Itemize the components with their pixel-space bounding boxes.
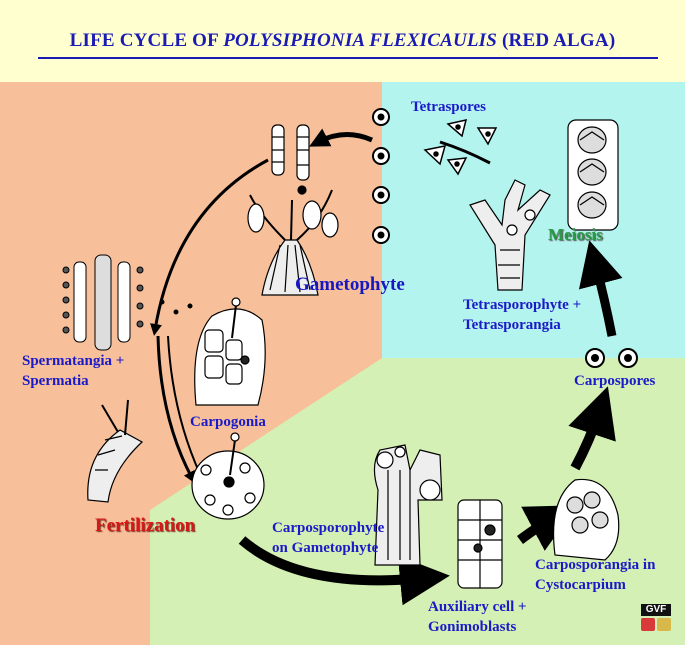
label-carposporangia-line-1: Carposporangia in (535, 557, 656, 573)
spermatangia-cluster (62, 254, 193, 351)
fertilization-structure (191, 432, 265, 520)
arrow-fertilization-to-auxiliary (238, 536, 450, 606)
arrow-meiosis-to-tetraspores (439, 140, 491, 165)
meiosis-tetrasporangia (567, 119, 619, 231)
carposporophyte-structure (373, 444, 443, 566)
label-tetrasporophyte-line-1: Tetrasporophyte + (463, 297, 582, 313)
logo-images (641, 618, 671, 631)
spermatial-branch (87, 399, 144, 503)
label-spermatangia-line-2: Spermatia (22, 373, 89, 389)
logo-text: GVF (641, 604, 671, 616)
page-title: LIFE CYCLE OF POLYSIPHONIA FLEXICAULIS (… (0, 30, 685, 52)
label-auxiliary-line-1: Auxiliary cell + (428, 599, 527, 615)
arrow-auxiliary-to-carposporangia (517, 505, 578, 551)
arrow-carpospores-to-meiosis (578, 240, 623, 337)
logo-red-image (641, 618, 655, 631)
label-carposporophyte-line-1: Carposporophyte (272, 520, 385, 536)
arrow-carposporangia-to-carpospores (568, 386, 616, 471)
auxiliary-cell-structure (457, 499, 503, 589)
label-carposporangia-line-2: Cystocarpium (535, 577, 626, 593)
carposporangia-structure (552, 478, 620, 561)
title-part-3: (RED ALGA) (497, 30, 616, 51)
arrow-tetraspores-to-gametophyte (309, 128, 374, 147)
label-tetrasporophyte-line-2: Tetrasporangia (463, 317, 561, 333)
label-carpogonia: Carpogonia (190, 414, 266, 430)
label-auxiliary-line-2: Gonimoblasts (428, 619, 517, 635)
label-carpospores: Carpospores (574, 373, 656, 389)
carpospore-cells (585, 348, 638, 368)
label-meiosis: Meiosis (548, 225, 603, 244)
carpogonia-structure (194, 297, 266, 406)
logo-yellow-image (657, 618, 671, 631)
label-tetraspores: Tetraspores (411, 99, 486, 115)
title-species-name: POLYSIPHONIA FLEXICAULIS (223, 30, 498, 51)
gvf-logo: GVF (641, 604, 671, 631)
tetraspore-cells (372, 108, 390, 244)
arrow-carpogonia-to-fertilization (156, 335, 195, 484)
gametophyte-thallus (247, 124, 339, 296)
label-fertilization: Fertilization (95, 515, 196, 536)
title-part-1: LIFE CYCLE OF (69, 30, 224, 51)
arrow-carpogonia-to-fertilization-2 (167, 335, 201, 475)
tetrasporophyte-structure (469, 179, 551, 291)
label-carposporophyte-line-2: on Gametophyte (272, 540, 379, 556)
label-spermatangia-line-1: Spermatangia + (22, 353, 125, 369)
tetraspore-triangles (423, 119, 498, 176)
label-gametophyte: Gametophyte (295, 274, 405, 295)
cycle-arrows (150, 128, 623, 606)
